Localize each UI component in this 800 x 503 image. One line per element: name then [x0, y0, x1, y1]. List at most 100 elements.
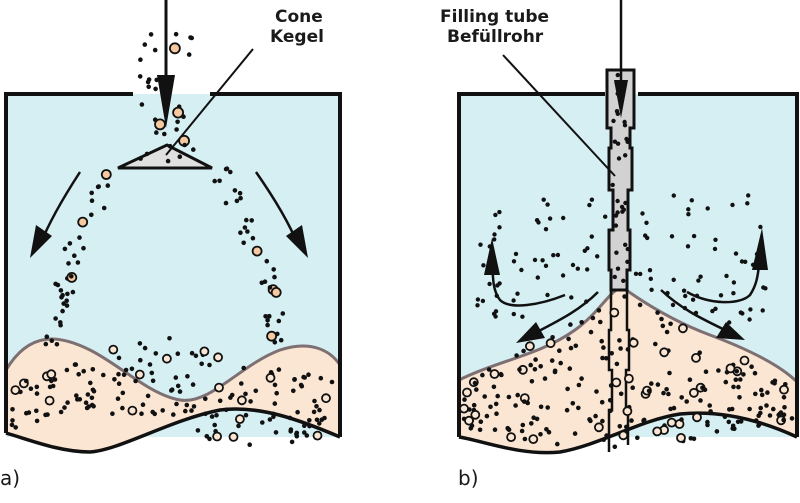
particle [287, 415, 293, 421]
particle [756, 413, 761, 419]
particle [189, 408, 194, 413]
particle [646, 388, 652, 394]
large-particle [545, 338, 556, 349]
particle [615, 266, 621, 271]
particle [738, 377, 743, 382]
particle [123, 367, 129, 373]
particle [595, 254, 600, 259]
particles-a [9, 31, 335, 448]
particle [689, 198, 694, 203]
particle [223, 407, 229, 413]
particle [487, 244, 492, 249]
panel-label-b: b) [458, 466, 479, 490]
particle [557, 348, 562, 354]
particle [713, 237, 718, 242]
particle [154, 130, 159, 135]
particle [74, 393, 79, 398]
particle [596, 308, 602, 313]
large-particle [652, 426, 663, 437]
particle [615, 91, 620, 96]
particle [228, 169, 233, 175]
particle [232, 188, 238, 193]
particle [486, 367, 492, 372]
large-particle [622, 406, 633, 417]
particle [601, 345, 606, 350]
particle [250, 235, 256, 241]
particle [146, 84, 151, 90]
particle [120, 405, 125, 411]
particle [570, 401, 576, 406]
particle [116, 355, 122, 361]
particle [495, 393, 501, 399]
particle [611, 118, 616, 124]
particle [789, 416, 795, 421]
particle [705, 422, 710, 428]
particle [175, 119, 180, 125]
callout-label-cone-en: Cone [275, 7, 323, 27]
particle [53, 316, 58, 321]
particle [43, 341, 49, 347]
particle [529, 421, 534, 426]
particle [520, 422, 526, 428]
particle [664, 329, 670, 335]
particle [492, 232, 497, 237]
panel-b [457, 0, 799, 455]
particle [59, 295, 64, 300]
particle [660, 323, 666, 329]
large-particle [594, 422, 604, 433]
callout-label-cone-de: Kegel [270, 27, 324, 47]
large-particle [659, 347, 670, 358]
particle [555, 441, 560, 447]
particle [724, 273, 729, 279]
particle [149, 370, 155, 376]
particle [758, 405, 763, 411]
large-particle [611, 377, 622, 388]
particle [532, 367, 538, 372]
particle [191, 404, 197, 409]
particle [185, 374, 190, 379]
particle [624, 424, 629, 430]
particle [506, 394, 512, 400]
particle [511, 311, 516, 317]
particle [771, 406, 776, 412]
particle [579, 320, 584, 325]
particle [655, 310, 660, 315]
particle [718, 293, 724, 298]
particle [493, 212, 498, 218]
particle [302, 423, 307, 429]
particle [759, 387, 764, 393]
particle [72, 253, 77, 258]
particle [615, 141, 621, 146]
particle [241, 365, 246, 371]
particle [519, 267, 524, 273]
particle [133, 378, 138, 384]
particle [772, 378, 778, 384]
particle [506, 427, 512, 433]
particle [594, 389, 599, 394]
particle [152, 117, 158, 122]
large-particle [236, 395, 247, 406]
particle [618, 391, 624, 397]
particle [543, 227, 549, 232]
particle [267, 285, 273, 290]
particle [186, 52, 192, 57]
particle [120, 390, 126, 396]
particle [267, 417, 273, 422]
feed-arrow-a-head [157, 75, 175, 128]
particle [83, 400, 89, 406]
large-particle [312, 430, 323, 441]
particle [311, 409, 317, 415]
particle [317, 407, 322, 413]
particle [555, 252, 561, 258]
particle [625, 246, 630, 252]
particle [763, 286, 768, 291]
particle [601, 437, 606, 443]
particle [552, 368, 558, 374]
particle [535, 275, 540, 280]
particle [700, 385, 705, 391]
particle [712, 246, 718, 252]
particle [242, 225, 248, 230]
large-particle [270, 286, 282, 298]
particle [613, 223, 619, 228]
particle [493, 309, 499, 314]
